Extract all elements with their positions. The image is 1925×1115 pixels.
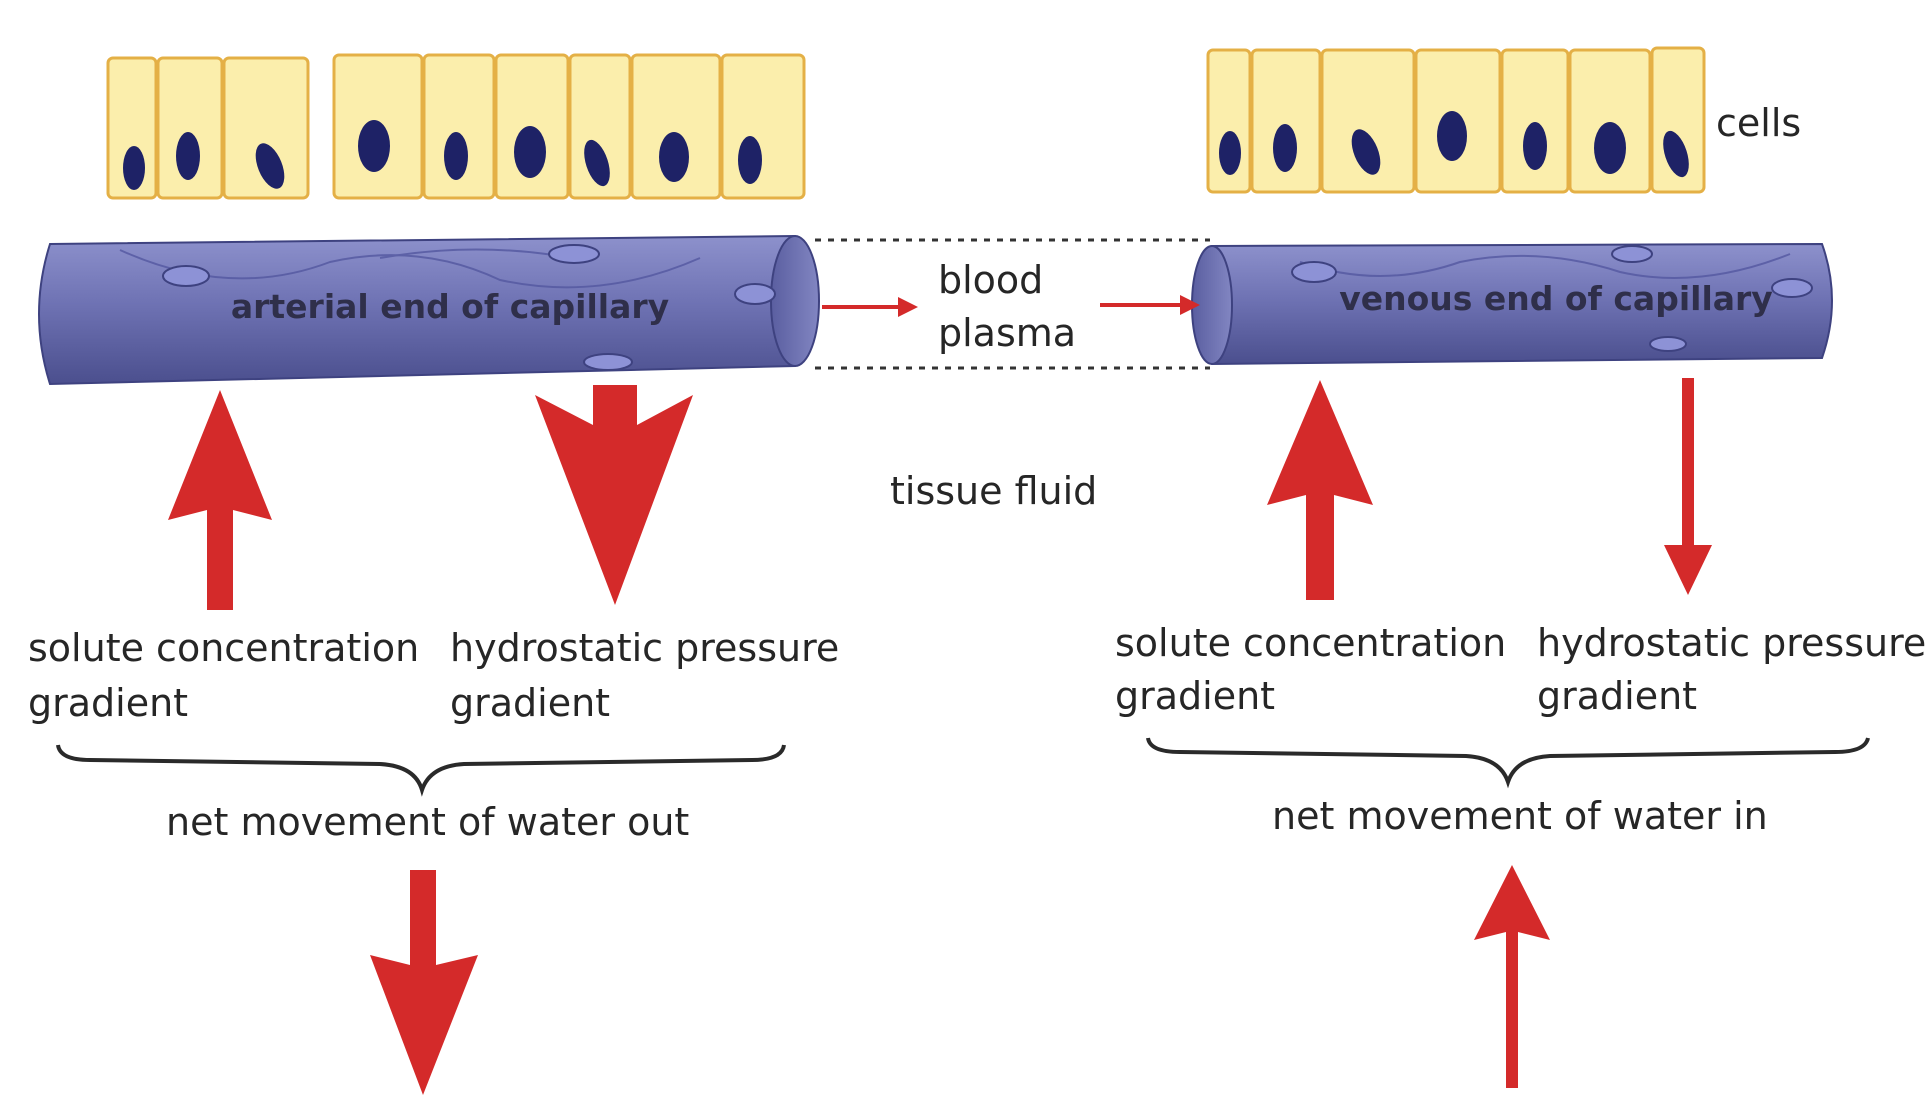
right-hydro-label-line2: gradient xyxy=(1537,674,1698,718)
right-net-label: net movement of water in xyxy=(1272,794,1768,838)
nuclei-right xyxy=(1219,111,1689,178)
cell-group-left xyxy=(106,53,806,200)
cell-group-right xyxy=(1206,46,1706,194)
left-hydro-label-line2: gradient xyxy=(450,681,611,725)
left-solute-label-line1: solute concentration xyxy=(28,626,420,670)
plasma-label: plasma xyxy=(938,311,1077,355)
right-solute-up-arrow xyxy=(1267,380,1373,600)
blood-flow-arrow-1 xyxy=(822,297,918,317)
plasma-channel xyxy=(815,238,1210,370)
venous-end-label: venous end of capillary xyxy=(1339,279,1773,318)
blood-label: blood xyxy=(938,258,1044,302)
venous-capillary xyxy=(1191,242,1833,366)
tissue-fluid-label: tissue fluid xyxy=(890,469,1098,513)
left-hydro-label-line1: hydrostatic pressure xyxy=(450,626,840,670)
left-net-label: net movement of water out xyxy=(166,800,690,844)
right-solute-label-line1: solute concentration xyxy=(1115,621,1507,665)
left-solute-label-line2: gradient xyxy=(28,681,189,725)
left-hydro-down-arrow xyxy=(535,385,693,605)
nuclei-left xyxy=(123,120,762,190)
right-hydro-down-arrow xyxy=(1664,378,1712,595)
net-out-down-arrow xyxy=(370,870,478,1095)
left-brace xyxy=(56,744,786,797)
arterial-capillary xyxy=(38,234,820,386)
right-brace xyxy=(1146,737,1870,789)
right-solute-label-line2: gradient xyxy=(1115,674,1276,718)
net-in-up-arrow xyxy=(1474,865,1550,1088)
arterial-end-label: arterial end of capillary xyxy=(231,287,669,326)
right-hydro-label-line1: hydrostatic pressure xyxy=(1537,621,1925,665)
blood-flow-arrow-2 xyxy=(1100,295,1200,315)
left-solute-up-arrow xyxy=(168,390,272,610)
cells-label: cells xyxy=(1716,101,1802,145)
